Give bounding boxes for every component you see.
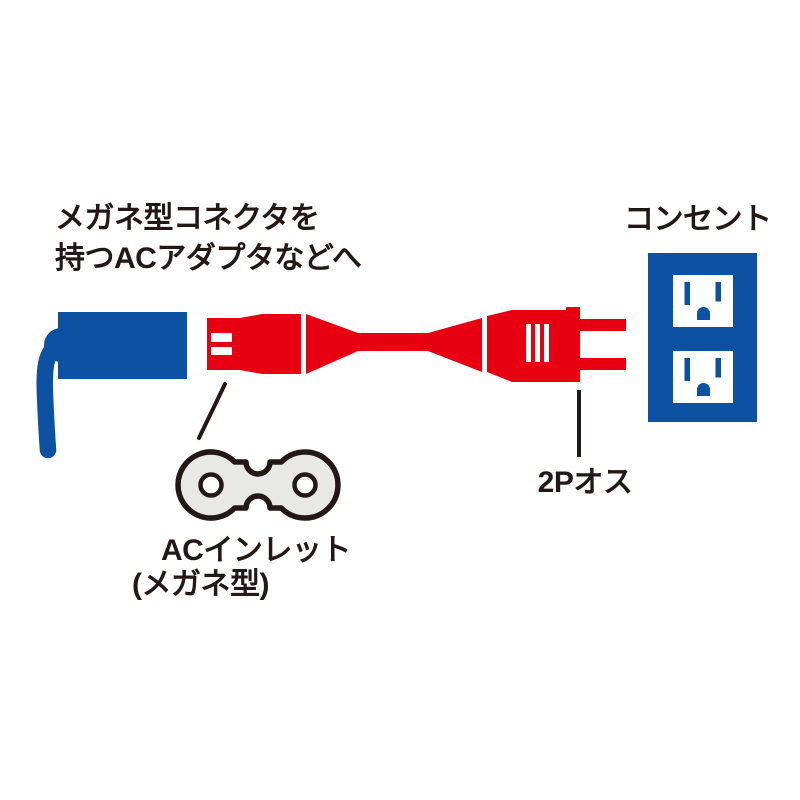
adapter-note-label: メガネ型コネクタを 持つACアダプタなどへ <box>55 199 362 279</box>
plug-grip-stripe-3 <box>544 324 549 362</box>
figure8-pin-hole-right <box>292 472 318 498</box>
adapter-note-line1: メガネ型コネクタを <box>55 202 320 235</box>
figure8-pin-hole-left <box>198 472 224 498</box>
megane-connector-head <box>207 318 240 370</box>
connector-details <box>211 324 549 362</box>
red-power-cord <box>207 307 626 382</box>
megane-connector-body <box>240 314 301 374</box>
outlet-socket-bottom-slots <box>684 358 721 396</box>
wall-outlet <box>648 253 757 422</box>
adapter-cable <box>36 336 67 459</box>
figure8-inlet-drawing <box>175 449 341 521</box>
socket-slot-left <box>684 282 690 305</box>
megane-slot-bottom <box>211 347 232 355</box>
socket-ground-hole <box>697 307 710 320</box>
leader-line-inlet <box>197 382 227 440</box>
plug-type-label: 2Pオス <box>537 466 633 499</box>
plug-grip-stripe-1 <box>526 324 531 362</box>
adapter-body <box>58 312 187 379</box>
adapter-note-line2: 持つACアダプタなどへ <box>55 242 362 275</box>
socket-ground-hole <box>697 383 710 396</box>
cord-cable <box>356 333 430 351</box>
cord-taper-left <box>306 314 358 374</box>
plug-prong-top <box>580 319 626 331</box>
inlet-label-line2: (メガネ型) <box>132 568 269 601</box>
outlet-socket-top-slots <box>684 282 721 320</box>
cord-taper-right <box>428 318 482 372</box>
outlet-label: コンセント <box>624 203 772 236</box>
socket-slot-left <box>684 358 690 381</box>
socket-slot-right <box>715 358 721 378</box>
ac-adapter <box>36 312 187 459</box>
plug-grip-stripe-2 <box>535 324 540 362</box>
plug-prong-bottom <box>580 358 626 370</box>
figure8-outline <box>175 449 341 521</box>
inlet-label-line1: ACインレット <box>161 534 351 567</box>
megane-slot-top <box>211 333 232 342</box>
plug-faceplate <box>566 307 580 382</box>
socket-slot-right <box>715 282 721 302</box>
